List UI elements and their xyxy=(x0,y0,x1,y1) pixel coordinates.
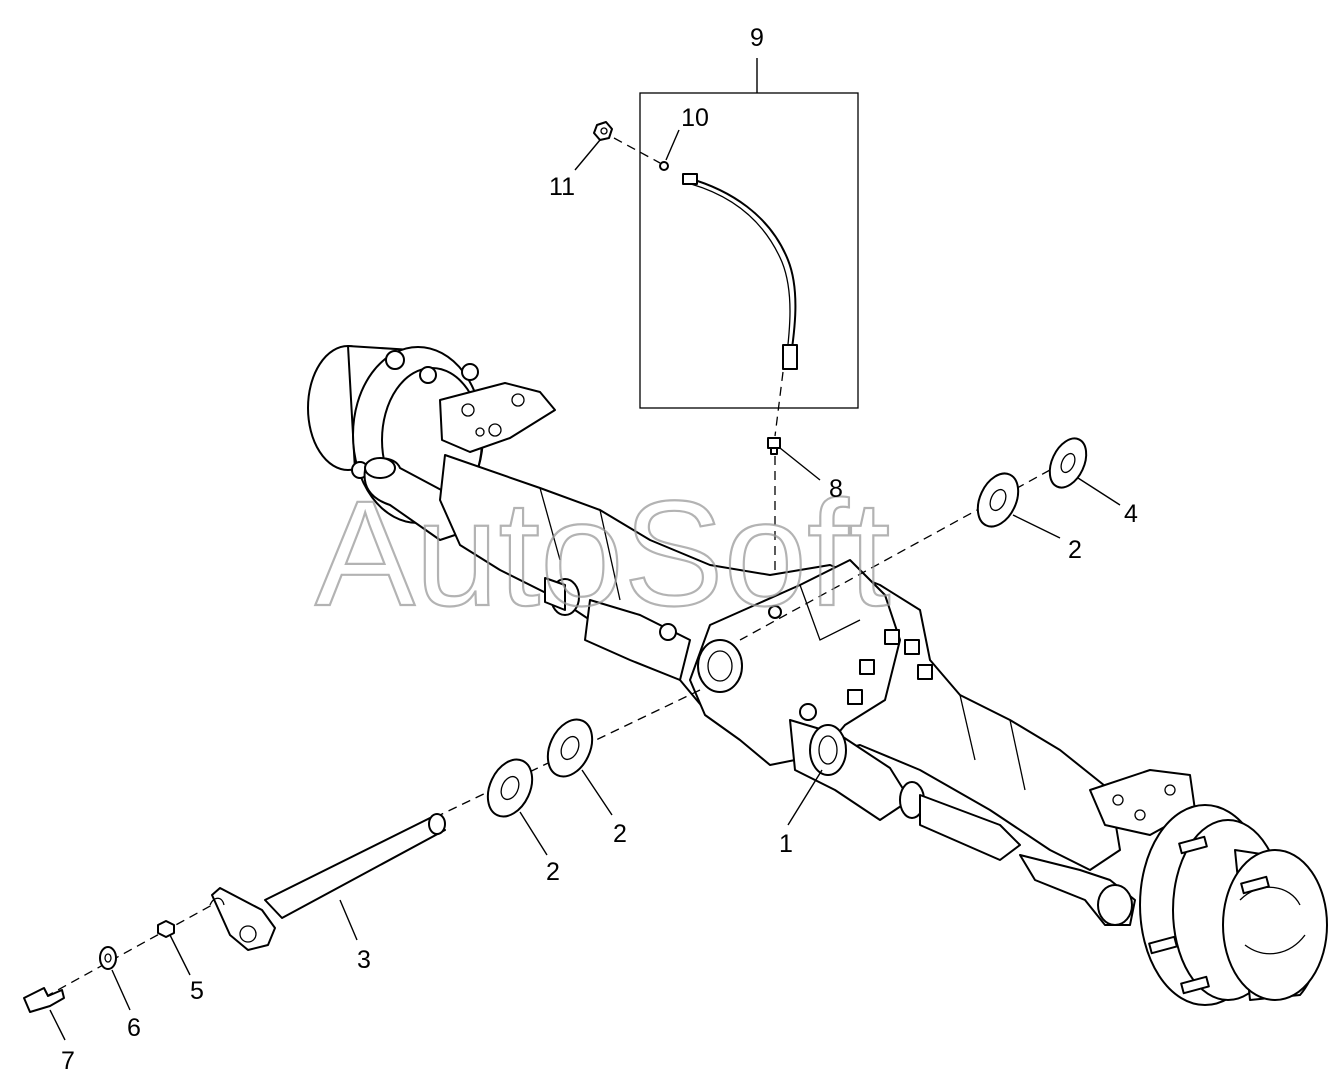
shim-4 xyxy=(1048,437,1088,489)
shim-2-middle xyxy=(546,718,594,778)
bolt-7 xyxy=(23,987,65,1013)
nut-5 xyxy=(157,920,175,938)
fitting-8 xyxy=(767,437,781,455)
callout-1: 1 xyxy=(779,830,793,858)
callout-11: 11 xyxy=(549,173,575,201)
leader-lines xyxy=(49,129,1121,1041)
hose-detail-box xyxy=(639,92,859,409)
callout-8: 8 xyxy=(829,475,843,503)
callout-2-middle: 2 xyxy=(613,820,627,848)
steering-cylinder xyxy=(584,599,691,681)
callout-7: 7 xyxy=(61,1047,75,1075)
left-steering-bracket xyxy=(439,382,556,453)
fitting-10 xyxy=(659,161,669,171)
callout-9: 9 xyxy=(750,24,764,52)
differential-block xyxy=(689,559,901,766)
callout-6: 6 xyxy=(127,1014,141,1042)
cylinder-1 xyxy=(809,724,847,776)
callout-labels: 9 10 11 8 4 2 2 2 1 3 5 6 7 xyxy=(61,24,1138,1075)
callout-10: 10 xyxy=(681,104,709,132)
watermark-text: AutoSoft xyxy=(315,469,890,637)
callout-2-upper: 2 xyxy=(1068,536,1082,564)
pin-plate xyxy=(211,887,276,951)
nut-11 xyxy=(593,121,613,141)
pivot-pin-3 xyxy=(209,813,446,951)
brake-hose xyxy=(687,177,797,363)
shim-2-upper xyxy=(976,472,1020,528)
callout-4: 4 xyxy=(1124,500,1138,528)
callout-3: 3 xyxy=(357,946,371,974)
pivot-bore xyxy=(697,639,743,693)
callout-5: 5 xyxy=(190,977,204,1005)
shim-2-lower xyxy=(486,758,534,818)
washer-6 xyxy=(99,946,117,970)
callout-2-lower: 2 xyxy=(546,858,560,886)
hose-detail-group xyxy=(639,58,859,409)
right-wheel-hub xyxy=(1139,804,1328,1006)
